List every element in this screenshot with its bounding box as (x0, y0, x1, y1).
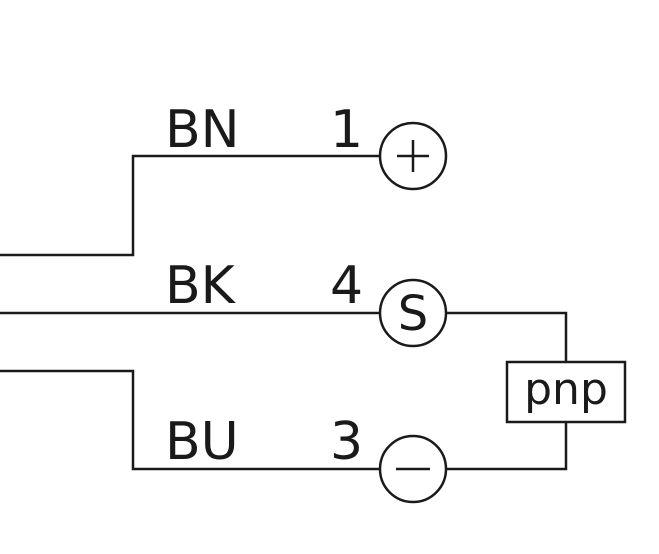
wire-blue-line (0, 369, 383, 471)
wire-brown: BN 1 (0, 100, 448, 257)
wire-blue-color-label: BU (165, 412, 239, 472)
terminal-signal-circle (378, 278, 448, 348)
wire-brown-line (0, 154, 383, 257)
terminal-signal-letter: S (398, 286, 428, 342)
terminal-signal: S (378, 278, 448, 348)
wire-blue-pin-number: 3 (330, 412, 363, 472)
plus-icon (397, 140, 429, 172)
wire-black-to-pnp (443, 311, 568, 364)
wire-black-color-label: BK (165, 256, 237, 316)
wire-blue-to-pnp (443, 420, 568, 471)
pnp-box-label: pnp (524, 364, 608, 415)
wire-brown-pin-number: 1 (330, 100, 363, 160)
terminal-plus (378, 121, 448, 191)
wire-blue: BU 3 (0, 369, 568, 504)
wire-black-pin-number: 4 (330, 256, 363, 316)
wire-brown-color-label: BN (165, 100, 240, 160)
pnp-box-frame (505, 360, 627, 424)
pnp-output-box: pnp (505, 360, 627, 424)
wire-black: BK 4 S (0, 256, 568, 364)
terminal-minus (378, 434, 448, 504)
